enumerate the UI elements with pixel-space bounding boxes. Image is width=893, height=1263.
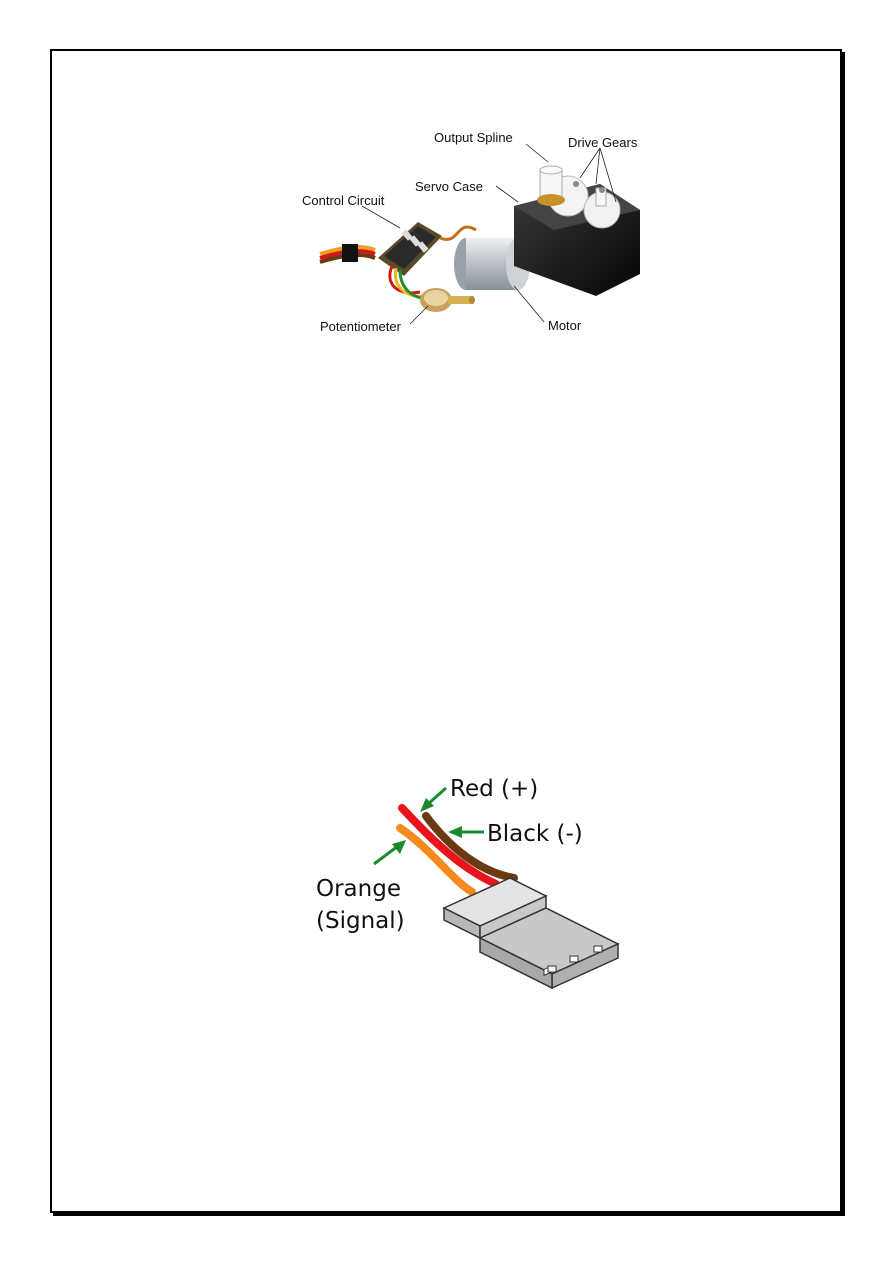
label-black-wire: Black (-) — [487, 821, 583, 847]
label-potentiometer: Potentiometer — [320, 319, 402, 334]
label-output-spline: Output Spline — [434, 130, 513, 145]
red-wire — [398, 804, 500, 888]
potentiometer-part — [420, 288, 475, 312]
label-motor: Motor — [548, 318, 582, 333]
servo-plug — [342, 244, 358, 262]
label-control-circuit: Control Circuit — [302, 193, 385, 208]
label-drive-gears: Drive Gears — [568, 135, 638, 150]
page-border — [50, 49, 842, 1213]
black-wire — [422, 812, 518, 882]
servo-wire-diagram: Red (+) Black (-) Orange (Signal) — [300, 768, 620, 1008]
label-orange-wire: Orange — [316, 876, 401, 902]
servo-connector — [442, 877, 620, 990]
label-servo-case: Servo Case — [415, 179, 483, 194]
control-circuit-board — [378, 222, 442, 276]
label-red-wire: Red (+) — [450, 776, 538, 802]
servo-exploded-photo: Output Spline Drive Gears Servo Case Con… — [300, 126, 656, 348]
orange-wire — [396, 824, 476, 896]
drive-gears-part — [537, 165, 621, 229]
label-signal: (Signal) — [316, 908, 405, 934]
